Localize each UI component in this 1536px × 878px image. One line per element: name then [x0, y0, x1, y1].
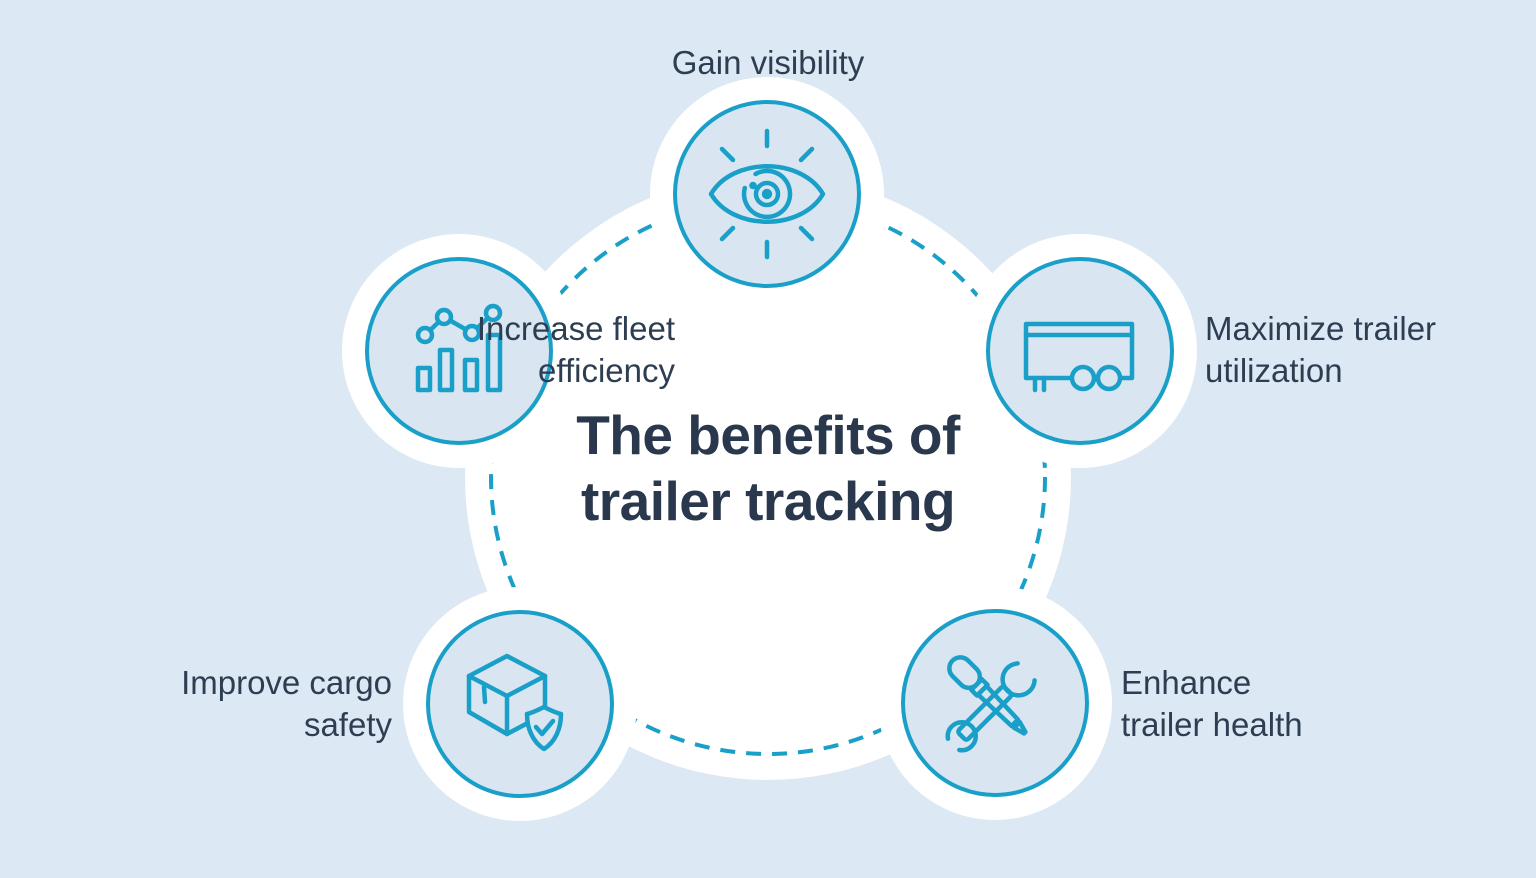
- benefit-label-improve-cargo-safety: Improve cargo safety: [181, 664, 392, 743]
- benefit-label-maximize-trailer-utilization: Maximize trailer utilization: [1205, 310, 1437, 389]
- shield: [524, 704, 564, 752]
- check-mark: [533, 718, 556, 737]
- wrench: [945, 661, 1037, 753]
- tools-icon: [945, 655, 1037, 753]
- cargo-box-shield-icon: [466, 653, 564, 752]
- eye-icon: [708, 128, 826, 260]
- benefit-label-gain-visibility: Gain visibility: [671, 44, 865, 81]
- diagram-title: The benefits of trailer tracking: [576, 404, 960, 532]
- chart-trend-line: [422, 310, 496, 338]
- benefit-circle-utilization: [986, 257, 1174, 445]
- trailer-icon: [1023, 321, 1135, 393]
- benefit-circle-health: [901, 609, 1089, 797]
- benefit-label-enhance-trailer-health: Enhance trailer health: [1121, 664, 1303, 743]
- chart-nodes: [415, 303, 503, 345]
- trailer-legs: [1032, 375, 1047, 393]
- benefit-circle-safety: [426, 610, 614, 798]
- bar-chart-icon: [415, 303, 503, 393]
- trailer-wheels: [1069, 364, 1123, 392]
- eye-rays: [719, 128, 815, 260]
- benefit-label-increase-fleet-efficiency: Increase fleet efficiency: [476, 310, 675, 389]
- screwdriver: [947, 655, 1028, 736]
- benefit-circle-efficiency: [365, 257, 553, 445]
- chart-bars: [415, 332, 503, 393]
